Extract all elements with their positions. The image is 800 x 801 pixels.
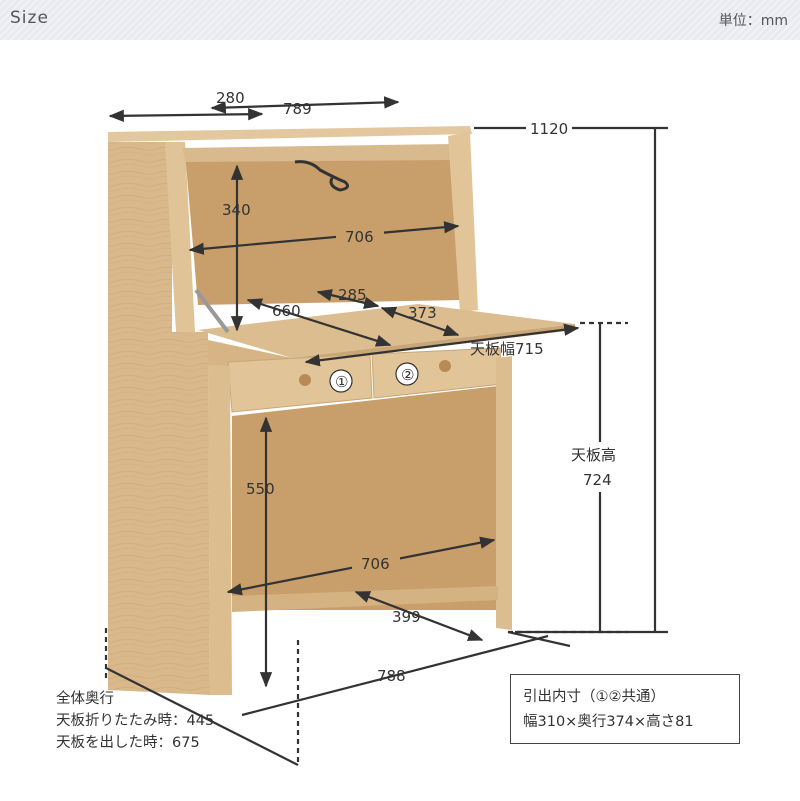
dim-line-desk-width — [304, 323, 580, 367]
hatch-frame — [182, 144, 452, 162]
drawer-2-badge — [395, 362, 419, 386]
unit-label: 単位：mm — [718, 13, 788, 29]
section-title: Size — [10, 8, 49, 28]
label-bg-706-lower — [352, 552, 400, 574]
dim-line-bottom-width-ext — [507, 630, 571, 648]
label-total-height: 1120 — [530, 120, 568, 138]
dim-line-top-width — [210, 96, 400, 114]
lower-left-side — [108, 332, 210, 695]
drawer-1-number: ① — [335, 373, 348, 391]
label-desk-height-value: 724 — [583, 471, 612, 489]
label-shelf-width: 285 — [338, 286, 367, 304]
depth-note: 全体奥行 天板折りたたみ時：445 天板を出した時：675 — [56, 688, 214, 754]
dim-line-knee-depth — [354, 590, 484, 642]
label-inner-width-upper: 706 — [345, 228, 374, 246]
label-desk-width: 天板幅715 — [470, 340, 544, 358]
label-top-width: 789 — [283, 100, 312, 118]
drawer-1-knob — [299, 374, 311, 386]
drawer-note-size: 幅310×奥行374×高さ81 — [523, 714, 694, 730]
label-inner-width-lower: 706 — [361, 555, 390, 573]
front-left-leg — [208, 365, 232, 695]
depth-note-folded: 天板折りたたみ時：445 — [56, 713, 215, 729]
upper-front-edge-left — [165, 142, 195, 332]
knee-back-panel — [232, 386, 498, 610]
desk-illustration — [108, 126, 575, 695]
upper-right-side — [448, 132, 478, 312]
top-board — [108, 126, 472, 142]
drawer-2-number: ② — [401, 366, 414, 384]
cable — [294, 160, 350, 192]
depth-note-extended: 天板を出した時：675 — [56, 735, 200, 751]
drawer-dimension-box: 引出内寸（①②共通） 幅310×奥行374×高さ81 — [510, 674, 740, 744]
dim-line-bottom-width — [241, 634, 549, 717]
label-cabinet-height: 340 — [222, 201, 251, 219]
label-shelf-right: 373 — [408, 304, 437, 322]
depth-note-title: 全体奥行 — [56, 691, 114, 707]
drawer-2-knob — [439, 360, 451, 372]
label-desk-height: 天板高 — [571, 446, 616, 464]
dim-line-total-depth — [105, 667, 299, 766]
label-shelf-left: 660 — [272, 302, 301, 320]
drawer-note-title: 引出内寸（①②共通） — [523, 689, 665, 705]
label-bg-706-upper — [336, 224, 384, 246]
label-bottom-width: 788 — [377, 667, 406, 685]
drawer-1-badge — [329, 369, 353, 393]
dim-line-inner-width-upper — [188, 221, 460, 255]
dim-line-top-depth — [108, 108, 264, 122]
right-leg-front — [496, 356, 512, 630]
label-knee-depth: 399 — [392, 608, 421, 626]
stay-hinge — [194, 288, 230, 334]
header-bar: Size 単位：mm — [0, 0, 800, 40]
upper-left-side — [108, 142, 172, 332]
label-top-depth: 280 — [216, 89, 245, 107]
label-knee-height: 550 — [246, 480, 275, 498]
dimension-lines — [104, 96, 668, 766]
